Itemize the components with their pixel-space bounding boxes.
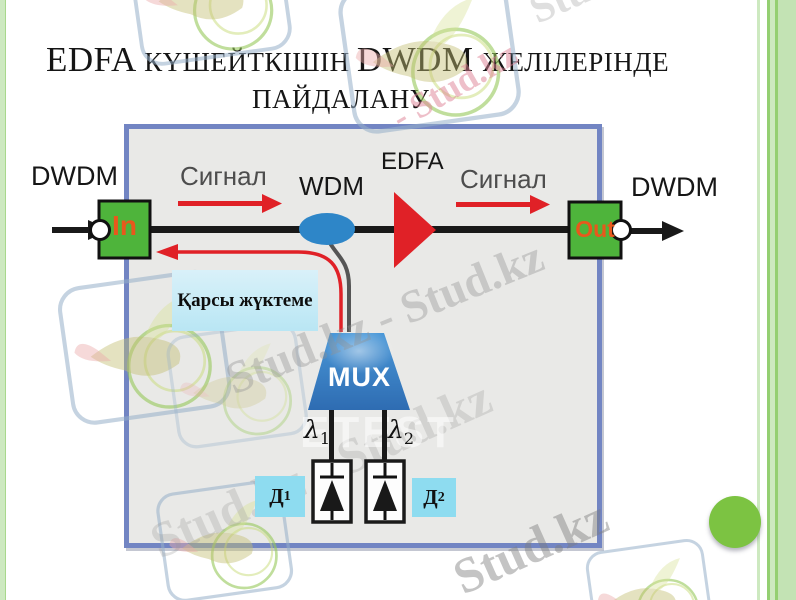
lambda1-base: λ	[304, 415, 320, 444]
wdm-coupler	[299, 213, 355, 245]
counter-load-label: Қарсы жүктеме	[177, 289, 313, 311]
edfa-amplifier-triangle	[394, 192, 436, 268]
d2-label: Д	[423, 485, 438, 509]
tap-fiber-curve	[325, 237, 351, 332]
lambda2-sub: 2	[403, 429, 415, 448]
optical-fiber-line	[148, 226, 572, 233]
counter-load-box: Қарсы жүктеме	[172, 270, 318, 331]
backward-path	[176, 250, 343, 332]
lambda2-base: λ	[388, 415, 404, 444]
title-seg-edfa: EDFA	[46, 40, 145, 79]
signal-arrow-right	[456, 195, 550, 214]
in-connector-label: In	[112, 210, 137, 241]
demux-line-1	[329, 410, 334, 462]
signal-left-label: Сигнал	[180, 161, 267, 191]
d1-sub: 1	[283, 488, 291, 504]
demux-line-2	[382, 410, 387, 462]
output-arrow	[624, 221, 684, 241]
backward-arrowhead	[156, 244, 178, 260]
out-connector-label: Out	[575, 216, 615, 242]
d2-sub: 2	[437, 489, 445, 505]
signal-arrow-left	[178, 194, 282, 213]
right-edge-stripe	[757, 0, 796, 600]
green-decorative-circle	[709, 496, 761, 548]
out-connector	[567, 200, 632, 260]
wdm-label: WDM	[299, 171, 364, 201]
lambda1-label: λ1	[304, 415, 330, 448]
photodiode-1	[311, 459, 353, 524]
left-edge-stripe	[0, 0, 7, 600]
photodiode-2	[364, 459, 406, 524]
dwdm-right-label: DWDM	[631, 172, 718, 202]
in-connector	[89, 199, 152, 260]
edfa-label: EDFA	[381, 148, 444, 175]
signal-right-label: Сигнал	[460, 164, 547, 194]
white-watermark-blob	[323, 328, 395, 374]
lambda2-label: λ2	[388, 415, 414, 448]
dwdm-left-label: DWDM	[31, 161, 118, 191]
lambda1-sub: 1	[319, 429, 331, 448]
d1-label: Д	[269, 484, 284, 508]
